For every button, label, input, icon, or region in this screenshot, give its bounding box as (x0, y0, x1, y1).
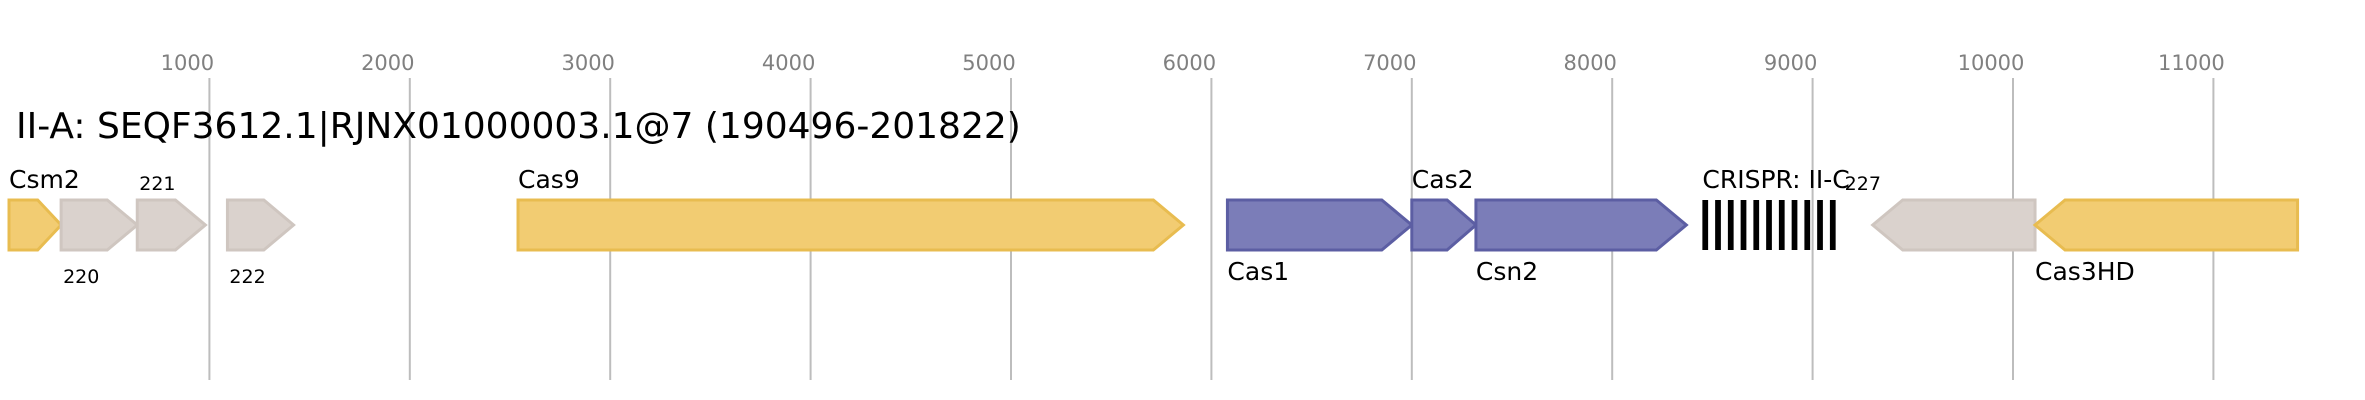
crispr-repeat (1766, 200, 1772, 250)
gene-label-csn2: Csn2 (1476, 257, 1538, 286)
axis-tick-labels: 1000 2000 3000 4000 5000 6000 7000 8000 9000 1000… (161, 51, 2225, 75)
gene-csn2 (1474, 198, 1689, 252)
crispr-repeat (1740, 200, 1747, 250)
tick-label-3000: 3000 (561, 51, 614, 75)
gene-g220 (59, 198, 140, 252)
gene-label-csm2: Csm2 (9, 165, 80, 194)
crispr-label: CRISPR: II-C (1702, 165, 1849, 194)
gene-label-cas3hd: Cas3HD (2035, 257, 2135, 286)
gene-label-g222: 222 (229, 266, 265, 288)
tick-label-6000: 6000 (1163, 51, 1216, 75)
tick-label-11000: 11000 (2158, 51, 2225, 75)
gene-cas1 (1225, 198, 1415, 252)
tick-label-8000: 8000 (1563, 51, 1616, 75)
crispr-repeat (1791, 200, 1798, 250)
gene-label-cas2: Cas2 (1412, 165, 1474, 194)
crispr-repeat (1753, 200, 1760, 250)
crispr-repeat (1715, 200, 1721, 250)
tick-label-4000: 4000 (762, 51, 815, 75)
tick-label-7000: 7000 (1363, 51, 1416, 75)
tick-label-2000: 2000 (361, 51, 414, 75)
gene-cas9 (516, 198, 1186, 252)
gene-label-cas9: Cas9 (518, 165, 580, 194)
crispr-repeat (1727, 200, 1734, 250)
crispr-array: CRISPR: II-C (1702, 165, 1850, 250)
crispr-repeat (1804, 200, 1811, 250)
gene-cas2 (1410, 198, 1479, 252)
gene-g222 (225, 198, 296, 252)
gene-g221 (135, 198, 208, 252)
gene-csm2 (7, 198, 64, 252)
crispr-repeat (1778, 200, 1785, 250)
gene-label-g220: 220 (63, 266, 99, 288)
crispr-repeat (1817, 200, 1823, 250)
gene-label-g227: 227 (1845, 173, 1881, 195)
locus-title: II-A: SEQF3612.1|RJNX01000003.1@7 (19049… (16, 106, 1021, 147)
tick-label-5000: 5000 (962, 51, 1015, 75)
crispr-repeat (1829, 200, 1836, 250)
crispr-repeat (1702, 200, 1709, 250)
tick-label-1000: 1000 (161, 51, 214, 75)
gene-cas3hd (2032, 198, 2300, 252)
gene-label-g221: 221 (139, 173, 175, 195)
gene-g227 (1870, 198, 2037, 252)
gene-label-cas1: Cas1 (1227, 257, 1289, 286)
tick-label-9000: 9000 (1764, 51, 1817, 75)
tick-label-10000: 10000 (1958, 51, 2025, 75)
